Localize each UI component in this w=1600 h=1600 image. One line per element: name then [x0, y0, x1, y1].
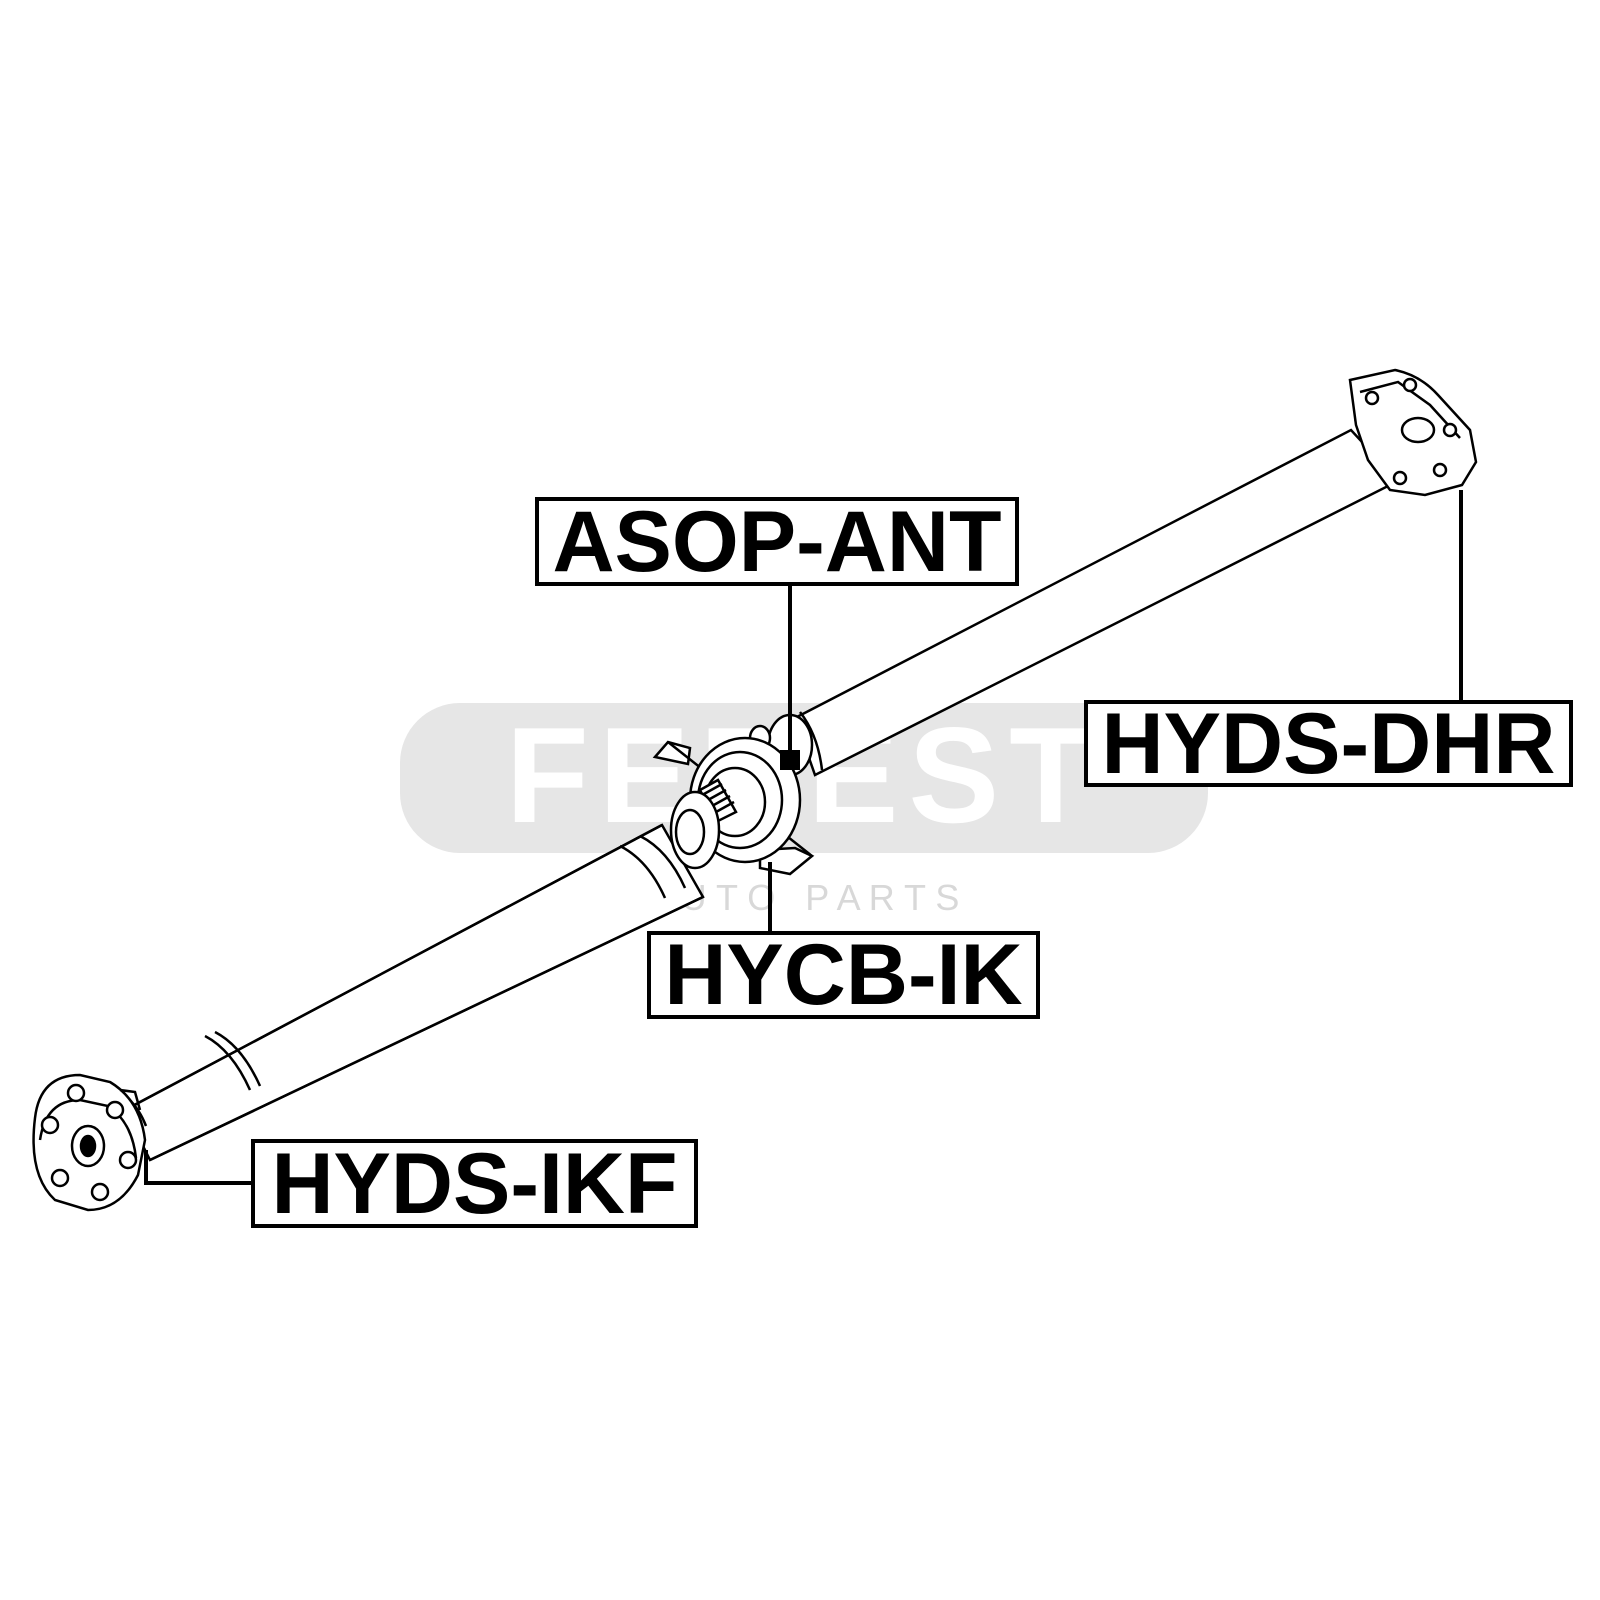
leader-hyds-ikf — [144, 1150, 251, 1185]
part-label-hyds-dhr: HYDS-DHR — [1084, 700, 1573, 787]
leader-lines — [144, 490, 1463, 1185]
rear-flex-disc — [1348, 368, 1478, 497]
leader-asop-ant-marker — [780, 750, 800, 770]
part-label-asop-ant: ASOP-ANT — [535, 497, 1019, 586]
part-label-hyds-ikf: HYDS-IKF — [251, 1139, 698, 1228]
center-bearing — [652, 736, 815, 876]
watermark-plate — [400, 703, 1208, 853]
front-flex-disc — [32, 1073, 147, 1212]
part-label-hycb-ik: HYCB-IK — [647, 931, 1040, 1019]
front-tube — [123, 823, 705, 1162]
